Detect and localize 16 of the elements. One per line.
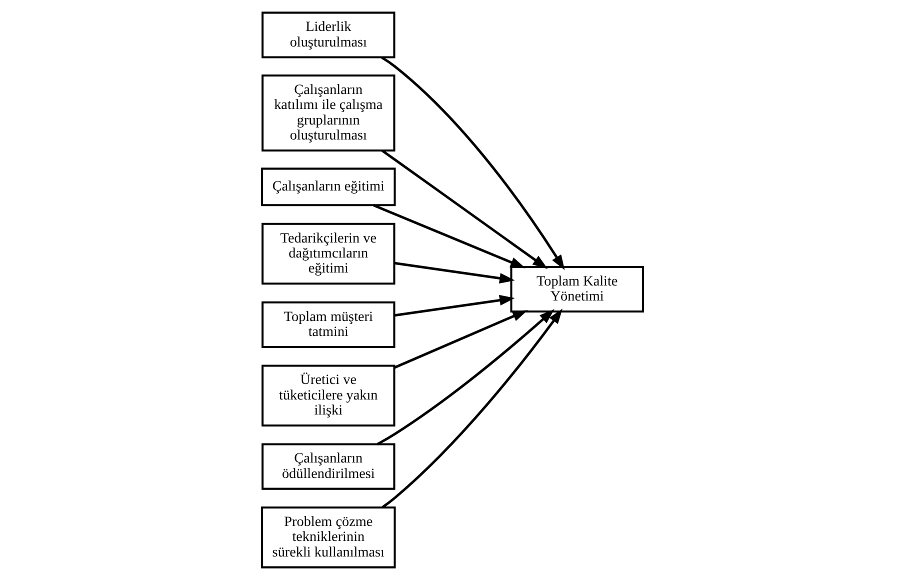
node-box: Toplam müşteri tatmini: [261, 301, 395, 348]
node-box: Toplam Kalite Yönetimi: [510, 266, 644, 313]
arrow: [394, 310, 528, 369]
arrow: [381, 308, 562, 508]
arrow: [394, 262, 514, 284]
arrow: [394, 294, 514, 317]
node-box: Çalışanların ödüllendirilmesi: [261, 443, 395, 490]
node-box: Çalışanların eğitimi: [260, 168, 396, 206]
node-box: Liderlik oluşturulması: [261, 12, 395, 58]
node-box: Çalışanların katılımı ile çalışma gruplarının oluşturulması: [261, 74, 395, 152]
arrow: [372, 204, 526, 268]
arrow: [380, 150, 548, 269]
node-box: Problem çözme tekniklerinin sürekli kullanılması: [260, 506, 396, 568]
arrow: [380, 56, 564, 270]
node-box: Tedarikçilerin ve dağıtımcıların eğitimi: [261, 222, 395, 285]
node-box: Üretici ve tüketicilere yakın ilişki: [261, 364, 395, 426]
